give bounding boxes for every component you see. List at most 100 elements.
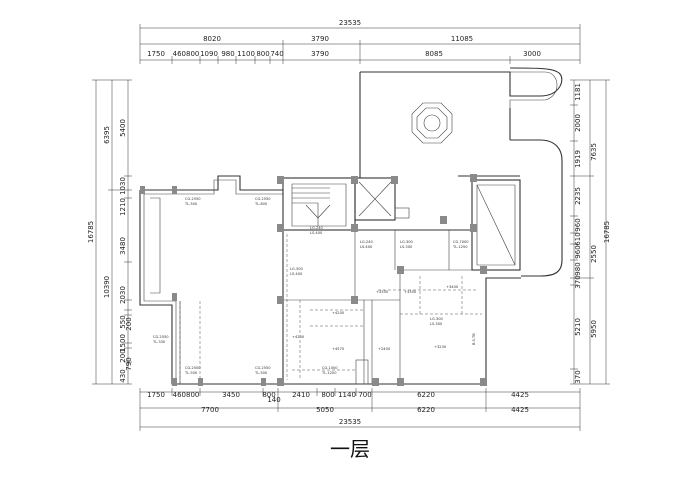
- top-dim: 980: [221, 50, 234, 58]
- room-label: B.S.TB: [472, 333, 476, 345]
- top-dim: 8020: [203, 35, 221, 43]
- room-label: +4570: [332, 347, 345, 351]
- bottom-dim: 5050: [316, 406, 334, 414]
- room-label: CG.7000: [453, 240, 469, 244]
- right-dim: 5950: [590, 320, 598, 338]
- room-label: +3350: [376, 290, 389, 294]
- right-dim: 2550: [590, 245, 598, 263]
- left-dim: 550: [119, 315, 127, 328]
- bottom-dim-140: 140: [267, 396, 280, 404]
- bottom-dim: 800: [321, 391, 334, 399]
- room-label: CG.2550: [255, 197, 271, 201]
- bottom-dim: 1750: [147, 391, 165, 399]
- bottom-dim: 6220: [417, 406, 435, 414]
- room-label: +3350: [404, 290, 417, 294]
- bottom-total-dim: 23535: [339, 418, 361, 426]
- top-dim: 1090: [200, 50, 218, 58]
- right-dim: 370: [574, 370, 582, 383]
- bottom-dim: 460800: [173, 391, 200, 399]
- room-label: LG.300: [290, 267, 304, 271]
- room-label: TL.800: [254, 202, 268, 206]
- room-label: LS.300: [400, 245, 413, 249]
- right-dim: 960: [574, 245, 582, 258]
- left-dim: 790: [125, 357, 133, 370]
- right-dim: 960: [574, 218, 582, 231]
- room-label: +4200: [292, 335, 305, 339]
- left-dimensions: 16785 6395 10390 5400 1030 1210 3480 203…: [87, 79, 133, 385]
- room-label: LG.300: [400, 240, 414, 244]
- room-label: CG.2500: [185, 366, 201, 370]
- room-label: +4200: [332, 311, 345, 315]
- room-label: CG.1000: [322, 366, 338, 370]
- room-label: +2400: [378, 347, 391, 351]
- left-dim: 2030: [119, 286, 127, 304]
- room-label: TL.500: [184, 371, 198, 375]
- right-dim: 2235: [574, 187, 582, 205]
- room-labels: CG.2550 TL.500 CG.2550 TL.800 LG.240 LS.…: [152, 197, 476, 375]
- left-total-dim: 16785: [87, 221, 95, 243]
- top-total-dim: 23535: [339, 19, 361, 27]
- right-dimensions: 1181 2000 1919 2235 960 610 960 980 370 …: [570, 79, 611, 385]
- room-label: +3400: [446, 285, 459, 289]
- room-label: TL.1250: [452, 245, 468, 249]
- left-dim: 430: [119, 369, 127, 382]
- left-dim: 5400: [119, 119, 127, 137]
- room-label: LS.400: [290, 272, 303, 276]
- left-dim: 200: [119, 349, 127, 362]
- right-dim: 370: [574, 275, 582, 288]
- room-label: LG.240: [310, 226, 324, 230]
- room-label: TL.330: [152, 340, 166, 344]
- room-label: CG.2550: [255, 366, 271, 370]
- left-dim: 200: [125, 317, 133, 330]
- drawing-title: 一层: [330, 437, 370, 461]
- right-dim: 980: [574, 262, 582, 275]
- top-dim: 800: [256, 50, 269, 58]
- structural-columns: [140, 174, 487, 386]
- bottom-dim: 7700: [201, 406, 219, 414]
- bottom-dim: 4425: [511, 406, 529, 414]
- room-label: +3230: [434, 345, 447, 349]
- room-label: TL.500: [254, 371, 268, 375]
- bottom-dim: 4425: [511, 391, 529, 399]
- room-label: LS.300: [430, 322, 443, 326]
- left-dim: 10390: [103, 276, 111, 298]
- left-dim: 1500: [119, 334, 127, 352]
- top-dim: 740: [270, 50, 283, 58]
- right-dim: 2000: [574, 114, 582, 132]
- right-dim: 610: [574, 232, 582, 245]
- room-label: TL.1250: [321, 371, 337, 375]
- top-dim: 8085: [425, 50, 443, 58]
- bottom-dim: 3450: [222, 391, 240, 399]
- right-dim: 5210: [574, 318, 582, 336]
- left-dim: 3480: [119, 237, 127, 255]
- top-dim: 3790: [311, 50, 329, 58]
- left-dim: 1210: [119, 198, 127, 216]
- top-dim: 11085: [451, 35, 473, 43]
- room-label: LS.400: [360, 245, 373, 249]
- top-dim: 3000: [523, 50, 541, 58]
- right-dim: 7635: [590, 143, 598, 161]
- top-dim: 1750: [147, 50, 165, 58]
- room-label: LG.300: [430, 317, 444, 321]
- right-dim: 1181: [574, 83, 582, 101]
- top-dimensions: 23535 8020 3790 11085 1750 460800 1090 9…: [139, 19, 581, 64]
- room-label: LG.240: [360, 240, 374, 244]
- room-label: CG.2550: [185, 197, 201, 201]
- bottom-dim: 6220: [417, 391, 435, 399]
- top-dim: 460800: [173, 50, 200, 58]
- left-dim: 6395: [103, 126, 111, 144]
- bottom-dimensions: 1750 460800 3450 800 2410 800 1140 700 6…: [139, 388, 581, 431]
- left-dim: 1030: [119, 177, 127, 195]
- right-dim: 1919: [574, 150, 582, 168]
- room-label: CG.2550: [153, 335, 169, 339]
- room-label: TL.500: [184, 202, 198, 206]
- bottom-dim: 2410: [292, 391, 310, 399]
- top-dim: 1100: [237, 50, 255, 58]
- bottom-dim: 800: [262, 391, 275, 399]
- right-total-dim: 16785: [603, 221, 611, 243]
- top-dim: 3790: [311, 35, 329, 43]
- bottom-dim: 700: [358, 391, 371, 399]
- room-label: LS.400: [310, 231, 323, 235]
- bottom-dim: 1140: [338, 391, 356, 399]
